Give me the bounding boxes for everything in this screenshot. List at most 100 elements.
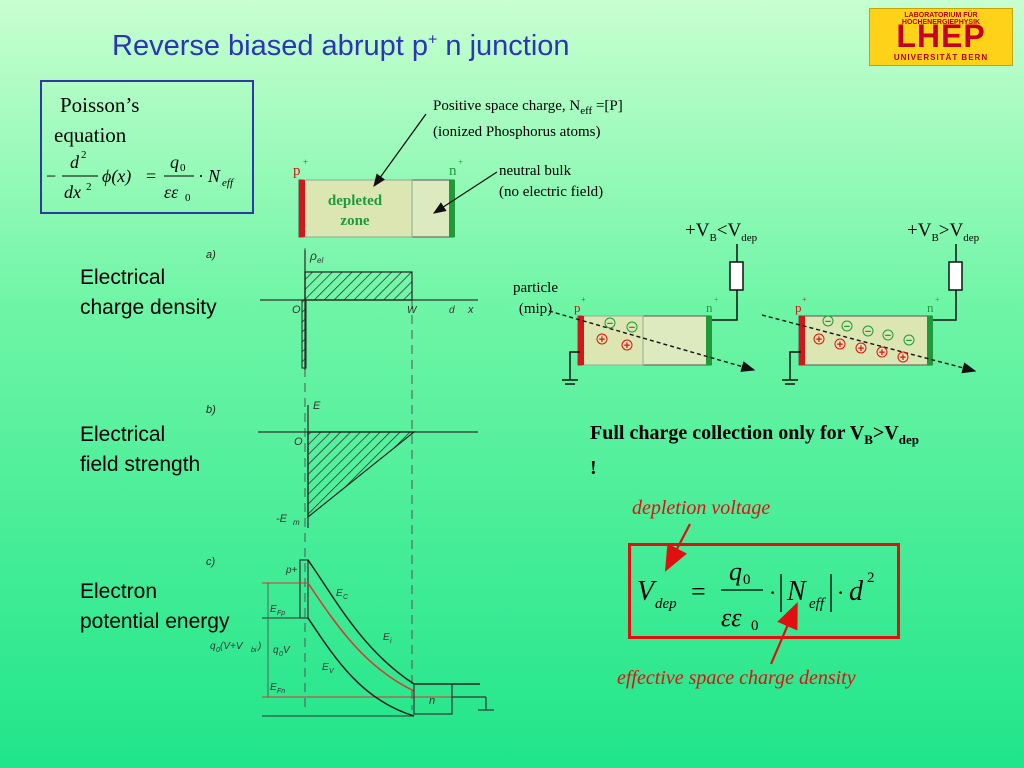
space-charge-rest: =[P] (592, 98, 623, 114)
poisson-label-line2: equation (54, 123, 127, 147)
space-charge-eff: eff (580, 105, 593, 117)
row-charge-line2: charge density (80, 296, 217, 319)
right-minus-5 (903, 334, 915, 346)
left-det-p: p (574, 300, 581, 315)
vdep-eps-sub: 0 (751, 618, 759, 634)
plot-b-zero: O (294, 436, 303, 448)
vdep-equation: V dep = q 0 εε 0 · N eff · d 2 (637, 557, 875, 634)
plot-a-W: W (407, 305, 418, 316)
vdep-q-sub: 0 (743, 572, 751, 588)
right-det-resistor (948, 261, 963, 291)
vdep-equation-box: V dep = q 0 εε 0 · N eff · d 2 (628, 543, 900, 639)
left-plus-2-text: + (624, 340, 630, 352)
right-minus-1-text: − (825, 316, 831, 328)
right-plus-1-text: + (816, 334, 822, 346)
eq-eff: eff (222, 177, 235, 189)
right-det-p-sup: + (802, 295, 807, 304)
conduction-band (307, 559, 480, 685)
eq-equals: = (146, 166, 156, 186)
right-minus-3-text: − (865, 326, 871, 338)
eq-dot: · (198, 166, 204, 186)
logo-top-text: LABORATORIUM FÜR HOCHENERGIEPHYSIK (901, 12, 981, 26)
detector-fully-depleted: p + n + − − − − − + + + + (761, 244, 977, 385)
logo-main-text: LHEP (896, 18, 986, 54)
vdep-d-sup: 2 (867, 570, 875, 586)
eq-phi: ϕ(x) (102, 166, 131, 187)
space-charge-note: Positive space charge, Neff =[P] (ionize… (433, 96, 623, 143)
eq-minus: − (46, 166, 56, 186)
plot-b-label: b) (206, 404, 216, 416)
plot-potential-energy: c) p+ n E C E i E Fp E V E Fn q 0 V q 0 … (206, 556, 494, 717)
cond-right-gt: >V (938, 220, 964, 241)
title-rest: n junction (437, 30, 570, 62)
arrow-effective-density (769, 601, 798, 665)
positive-charge-block (304, 271, 413, 301)
Ei-sub: i (390, 638, 392, 645)
top-p-sup: + (303, 157, 308, 167)
plot-b-Em: -E (276, 513, 288, 525)
EC-label: E (336, 588, 343, 599)
full-charge-excl: ! (590, 457, 597, 479)
p-plus-label: p+ (285, 565, 298, 576)
cond-left: +VB<Vdep (685, 220, 757, 249)
vdep-d: d (849, 576, 864, 607)
eq-d: d (70, 152, 80, 172)
eq-q: q (170, 152, 179, 172)
depleted-zone-rect (303, 179, 413, 238)
particle-line1: particle (513, 280, 558, 296)
right-minus-3 (862, 325, 874, 337)
left-det-p-sup: + (581, 295, 586, 304)
EFn-label: E (270, 682, 277, 693)
right-plus-1 (813, 333, 825, 345)
lhep-logo: LABORATORIUM FÜR HOCHENERGIEPHYSIK LHEP … (869, 8, 1013, 66)
top-p-contact (299, 180, 305, 237)
left-det-n-contact (706, 316, 712, 365)
cond-right-v: +V (907, 220, 932, 241)
right-plus-2 (834, 338, 846, 350)
n-region-label: n (429, 695, 435, 707)
plot-a-zero: O (292, 304, 301, 316)
cond-left-b: B (709, 231, 717, 244)
row-label-energy: Electron potential energy (80, 577, 229, 637)
plot-charge-density: a) ρ el O W d x (206, 249, 478, 370)
poisson-label-line1: Poisson’s (60, 93, 140, 117)
top-detector: depleted zone p + n + (293, 113, 498, 238)
left-minus-2 (626, 321, 638, 333)
vdep-V: V (637, 576, 657, 607)
eq-two-top: 2 (81, 149, 87, 161)
right-det-n-contact (927, 316, 933, 365)
right-plus-5-text: + (900, 352, 906, 364)
left-det-particle-track (548, 310, 756, 372)
arrow-bulk (432, 171, 498, 214)
plot-b-Em-sub: m (293, 518, 300, 527)
rho-sub: el (317, 256, 323, 265)
poisson-box: Poisson’s equation − d 2 dx 2 ϕ(x) = q 0… (40, 80, 254, 214)
top-p-label: p (293, 163, 301, 179)
q0V-rest: V (283, 645, 291, 656)
left-minus-2-text: − (629, 322, 635, 334)
eq-eps-sub: 0 (185, 192, 191, 204)
right-plus-4 (876, 346, 888, 358)
rho-label: ρ (309, 249, 317, 263)
field-triangle (307, 431, 416, 519)
poisson-equation: − d 2 dx 2 ϕ(x) = q 0 εε 0 · N eff (46, 149, 235, 204)
right-det-n: n (927, 300, 934, 315)
effective-density-label: effective space charge density (617, 667, 856, 689)
right-plus-4-text: + (879, 347, 885, 359)
full-charge-b: B (864, 432, 873, 447)
top-n-label: n (449, 163, 457, 179)
right-minus-5-text: − (906, 335, 912, 347)
top-n-contact (449, 180, 455, 237)
particle-label: particle (mip) (513, 278, 558, 320)
right-minus-4-text: − (885, 330, 891, 342)
plot-a-x: x (467, 304, 474, 316)
negative-charge-spike (301, 299, 307, 369)
EV-sub: V (329, 668, 335, 675)
q0Vbi-sub: 0 (216, 647, 220, 654)
detector-under-depleted: p + n + − − + + (548, 244, 756, 385)
bulk-line1: neutral bulk (499, 163, 572, 179)
EFp-label: E (270, 604, 277, 615)
full-charge-dep: dep (898, 432, 919, 447)
row-field-line2: field strength (80, 453, 201, 476)
left-minus-1-text: − (607, 318, 613, 330)
